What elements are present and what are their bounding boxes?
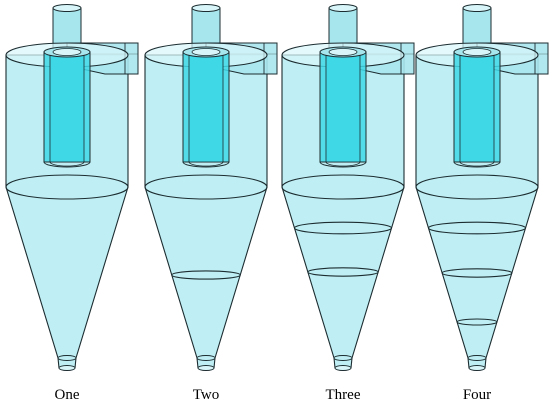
dust-outlet-top [57, 355, 77, 361]
cyclone-label: Three [326, 387, 361, 403]
cylinder-cone-junction [5, 174, 129, 200]
cylinder-cone-junction [144, 174, 268, 200]
cyclone-label: Two [193, 387, 219, 403]
cone-ring-2 [441, 268, 513, 278]
cyclone-label: Four [463, 387, 491, 403]
cone-ring-2 [307, 267, 379, 277]
cone-ring-3 [456, 318, 498, 326]
dust-outlet-top [333, 355, 353, 361]
dust-outlet-top [467, 355, 487, 361]
cone-ring-1 [427, 221, 527, 235]
cyclone-four [415, 4, 549, 371]
cyclone-two [144, 4, 278, 371]
cyclone-label: One [55, 387, 80, 403]
cone-section-rings [171, 270, 241, 280]
dust-outlet-bottom [468, 365, 486, 371]
cyclone-one [5, 4, 139, 371]
cone-section-rings [293, 221, 393, 277]
dust-outlet-bottom [334, 365, 352, 371]
dust-outlet-bottom [58, 365, 76, 371]
vortex-finder [319, 46, 367, 168]
vortex-finder [453, 46, 501, 168]
cone-ring-1 [171, 270, 241, 280]
vortex-finder [43, 46, 91, 168]
cyclone-three [281, 4, 415, 371]
dust-outlet-top [196, 355, 216, 361]
vortex-finder [182, 46, 230, 168]
cylinder-cone-junction [415, 174, 539, 200]
cone-ring-1 [293, 221, 393, 235]
cylinder-cone-junction [281, 174, 405, 200]
dust-outlet-bottom [197, 365, 215, 371]
cone-section-rings [427, 221, 527, 326]
